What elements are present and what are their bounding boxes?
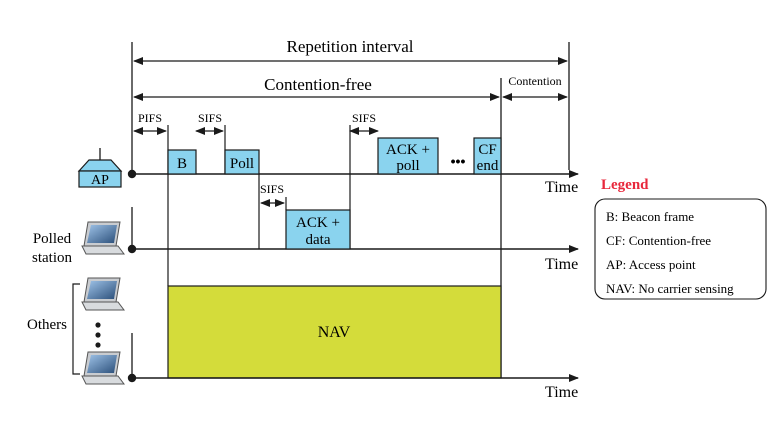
polled-station-label-2: station [32,250,72,266]
time-label-ap: Time [545,179,578,196]
legend-item-cf: CF: Contention-free [606,233,711,248]
svg-text:B: B [177,156,187,172]
time-label-polled: Time [545,256,578,273]
legend-item-nav: NAV: No carrier sensing [606,281,734,296]
nav-block: NAV [167,285,502,379]
svg-text:ACK +: ACK + [386,142,430,158]
repetition-interval-label: Repetition interval [287,37,414,56]
polled-station-label-1: Polled [33,231,72,247]
ack-data-frame: ACK + data [285,209,351,250]
time-label-others: Time [545,384,578,401]
laptop-icon-other-2 [81,351,125,385]
sifs-label-1: SIFS [198,111,222,125]
legend-box [594,198,767,300]
ellipsis-dots: ••• [451,153,466,169]
nav-label: NAV [318,324,351,341]
contention-label: Contention [508,74,561,88]
legend-item-ap: AP: Access point [606,257,696,272]
ap-label: AP [91,173,109,188]
poll-frame: Poll [224,149,260,175]
ap-station-icon: AP [77,148,123,188]
others-bracket [72,283,80,375]
svg-text:data: data [306,232,331,248]
others-label: Others [27,317,67,333]
contention-free-label: Contention-free [264,75,372,94]
laptop-icon-other-1 [81,277,125,311]
cf-end-frame: CF end [473,137,502,175]
pifs-label: PIFS [138,111,162,125]
svg-text:CF: CF [478,142,496,158]
beacon-frame: B [167,149,197,175]
svg-text:poll: poll [396,158,419,174]
laptop-icon-polled [81,221,125,255]
vertical-ellipsis-icon [95,322,101,348]
svg-text:end: end [477,158,499,174]
sifs-label-3: SIFS [352,111,376,125]
legend-item-beacon: B: Beacon frame [606,209,694,224]
interval-markers [131,42,570,378]
ack-poll-frame: ACK + poll [377,137,439,175]
svg-text:Poll: Poll [230,156,254,172]
svg-text:ACK +: ACK + [296,215,340,231]
legend-title: Legend [601,177,649,193]
sifs-label-2: SIFS [260,182,284,196]
